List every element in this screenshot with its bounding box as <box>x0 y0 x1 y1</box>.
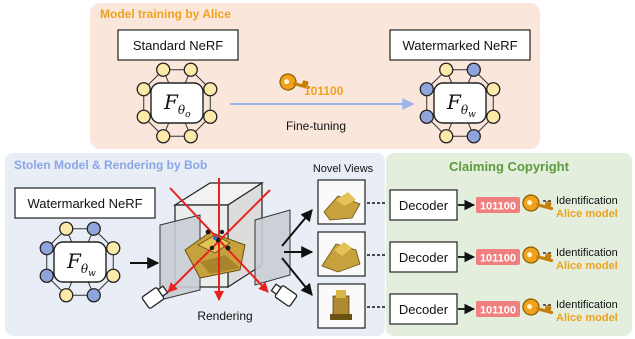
network-node <box>466 62 481 77</box>
watermarked-nerf-box <box>389 29 531 61</box>
stolen-nerf-label: Watermarked NeRF <box>27 196 142 211</box>
network-node <box>419 109 434 124</box>
render-cube <box>159 178 291 301</box>
code-badge <box>476 197 520 213</box>
network-symbol: Fθo <box>163 90 191 120</box>
identification-label: Identification <box>556 247 618 259</box>
stolen-title: Stolen Model & Rendering by Bob <box>14 158 207 172</box>
training-panel: Model training by Alice Standard NeRF Wa… <box>90 3 540 149</box>
rendering-label: Rendering <box>197 309 252 323</box>
network-node <box>466 129 481 144</box>
network-node <box>59 288 74 303</box>
network-core <box>433 82 487 124</box>
camera-left-icon <box>141 285 169 309</box>
owner-label: Alice model <box>556 260 618 272</box>
network-node <box>486 109 501 124</box>
decoder-box <box>389 241 458 273</box>
code-text: 101100 <box>480 253 516 265</box>
novel-view-1 <box>317 179 366 225</box>
view-arrow-top <box>281 209 313 247</box>
network-node <box>439 62 454 77</box>
network-node <box>106 241 121 256</box>
network-node <box>136 109 151 124</box>
stolen-panel: Stolen Model & Rendering by Bob Watermar… <box>5 153 389 336</box>
network-node <box>86 288 101 303</box>
decoder-label: Decoder <box>399 198 449 213</box>
code-text: 101100 <box>480 305 516 317</box>
network-node <box>59 221 74 236</box>
stolen-nerf-box <box>14 187 156 219</box>
claim-title: Claiming Copyright <box>449 159 570 174</box>
owner-label: Alice model <box>556 208 618 220</box>
novel-view-3 <box>317 283 366 329</box>
watermarked-nerf-label: Watermarked NeRF <box>402 38 517 53</box>
decoder-label: Decoder <box>399 250 449 265</box>
identification-label: Identification <box>556 195 618 207</box>
network-node <box>39 241 54 256</box>
network-node <box>439 129 454 144</box>
watermarked-network-icon: Fθw <box>419 62 501 144</box>
camera-right-icon <box>270 283 298 307</box>
network-node <box>203 82 218 97</box>
decoder-label: Decoder <box>399 302 449 317</box>
network-node <box>419 82 434 97</box>
network-node <box>203 109 218 124</box>
network-node <box>486 82 501 97</box>
code-badge <box>476 301 520 317</box>
code-text: 101100 <box>480 201 516 213</box>
network-symbol: Fθw <box>66 249 96 279</box>
novel-views-label: Novel Views <box>313 163 374 175</box>
decoder-box <box>389 293 458 325</box>
network-core <box>53 241 107 283</box>
standard-nerf-box <box>117 29 239 61</box>
network-symbol: Fθw <box>446 90 476 120</box>
view-arrow-bottom <box>281 257 313 296</box>
network-node <box>183 62 198 77</box>
identification-label: Identification <box>556 299 618 311</box>
network-node <box>106 268 121 283</box>
network-node <box>183 129 198 144</box>
network-node <box>156 62 171 77</box>
standard-nerf-label: Standard NeRF <box>133 38 223 53</box>
novel-view-2 <box>317 231 366 277</box>
network-core <box>150 82 204 124</box>
finetune-label: Fine-tuning <box>286 119 346 133</box>
standard-network-icon: Fθo <box>136 62 218 144</box>
decoder-box <box>389 189 458 221</box>
training-title: Model training by Alice <box>100 7 231 21</box>
stolen-network-icon: Fθw <box>39 221 121 303</box>
network-node <box>136 82 151 97</box>
network-node <box>156 129 171 144</box>
code-badge <box>476 249 520 265</box>
owner-label: Alice model <box>556 312 618 324</box>
network-node <box>39 268 54 283</box>
network-node <box>86 221 101 236</box>
training-key-code: 101100 <box>304 84 344 98</box>
